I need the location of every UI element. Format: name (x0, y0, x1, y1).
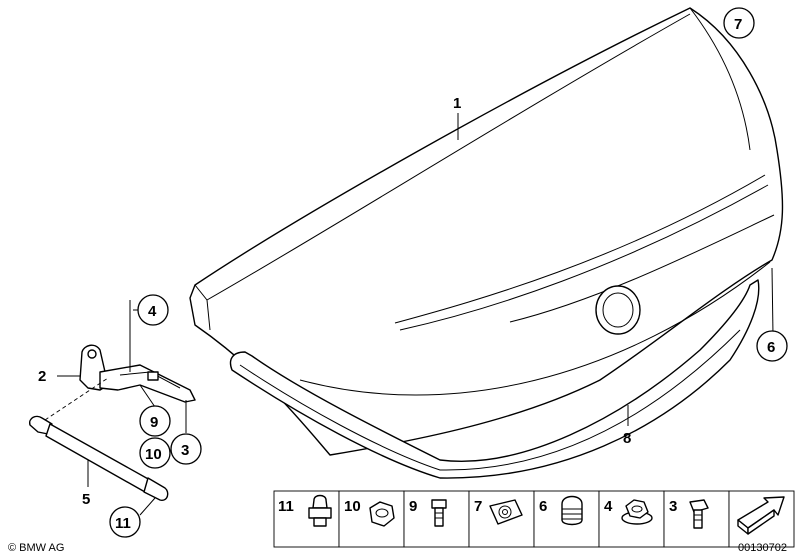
callout-6-circle (756, 330, 788, 362)
trunk-lid (189, 7, 784, 456)
small-parts-strip: 11 10 9 (273, 490, 795, 548)
strip-cell-6: 6 (533, 490, 600, 548)
trunk-seal (229, 279, 760, 479)
strip-cell-3: 3 (663, 490, 730, 548)
strip-cell-arrow (728, 490, 795, 548)
callout-4-circle (137, 294, 169, 326)
callout-9-circle (139, 405, 171, 437)
hinge-assembly (79, 300, 196, 403)
callout-10-circle (139, 437, 171, 469)
callout-3: 3 (181, 442, 189, 459)
strip-cell-4: 4 (598, 490, 665, 548)
strip-cell-9: 9 (403, 490, 470, 548)
callout-3-circle (170, 433, 202, 465)
callout-1: 1 (453, 95, 461, 112)
strip-cell-10: 10 (338, 490, 405, 548)
grommet-icon (561, 495, 583, 526)
direction-arrow-icon (737, 496, 785, 535)
callouts: 1 7 4 2 9 10 3 5 11 6 8 (38, 7, 788, 538)
leader-lines (57, 113, 774, 516)
callout-6: 6 (767, 339, 775, 356)
strip-cell-7: 7 (468, 490, 535, 548)
callout-10: 10 (145, 446, 162, 463)
callout-8: 8 (623, 430, 631, 447)
callout-11: 11 (115, 515, 131, 532)
strip-label-3: 3 (669, 498, 677, 515)
strip-label-11: 11 (278, 498, 294, 515)
callout-9: 9 (150, 414, 158, 431)
gas-strut (29, 377, 169, 501)
flange-bolt-icon (689, 499, 709, 529)
bolt-icon (431, 499, 447, 527)
callout-11-circle (109, 506, 141, 538)
strip-label-6: 6 (539, 498, 547, 515)
nut-icon (369, 501, 395, 527)
callout-7-circle (723, 7, 755, 39)
strip-label-7: 7 (474, 498, 482, 515)
copyright-text: © BMW AG (8, 542, 64, 554)
callout-2: 2 (38, 368, 46, 385)
strip-label-9: 9 (409, 498, 417, 515)
diagram-number: 00130702 (738, 542, 787, 554)
callout-4: 4 (148, 303, 157, 320)
strip-label-10: 10 (344, 498, 361, 515)
bushing-icon (308, 494, 332, 527)
flange-nut-icon (621, 499, 653, 525)
strip-cell-11: 11 (273, 490, 340, 548)
callout-7: 7 (734, 16, 742, 33)
clip-nut-icon (489, 499, 523, 525)
strip-label-4: 4 (604, 498, 613, 515)
callout-5: 5 (82, 491, 90, 508)
